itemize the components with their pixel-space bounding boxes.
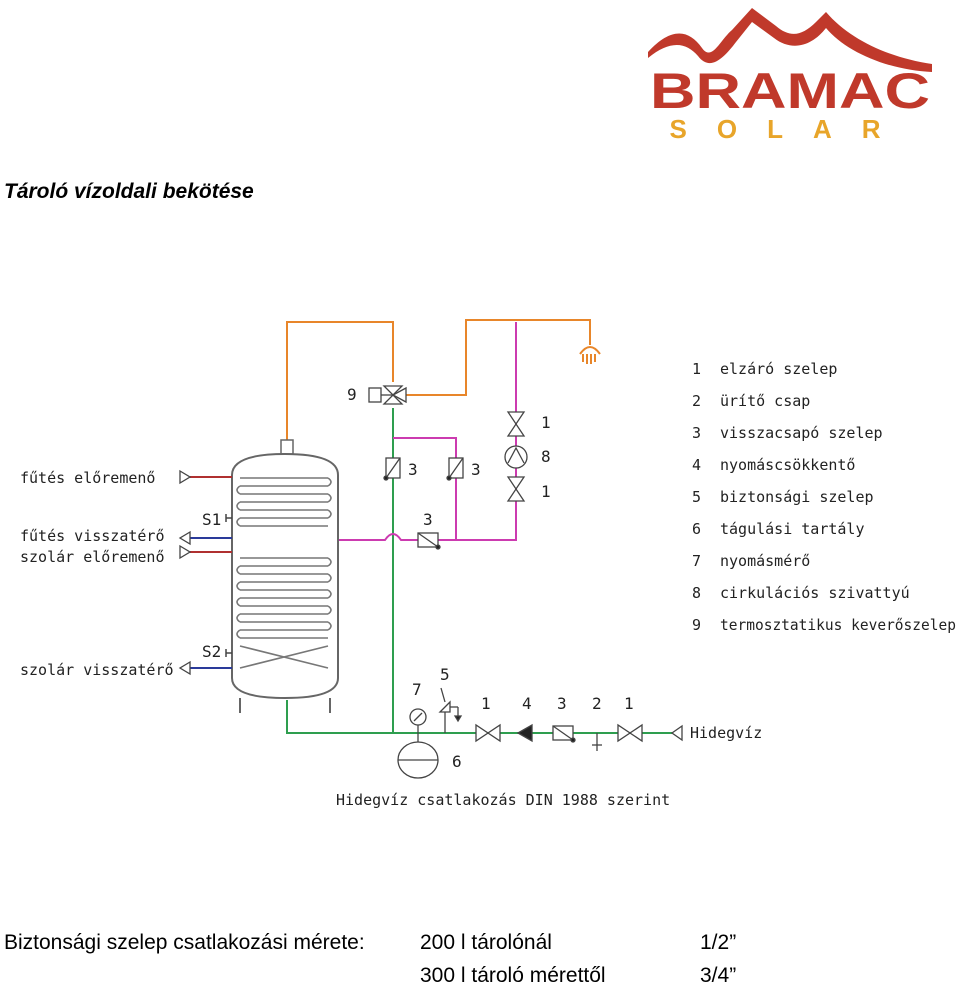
label-heating-return: fűtés visszatérő [20,527,165,545]
num-3b: 3 [471,460,481,479]
check-valve-icon [446,457,464,481]
shutoff-valve-icon [617,723,643,743]
page-title: Tároló vízoldali bekötése [4,180,254,203]
legend-text: termosztatikus keverőszelep [720,616,956,634]
num-7: 7 [412,680,422,699]
cold-water-pipes [286,408,672,734]
shutoff-valve-icon [506,476,526,502]
pressure-reducer-icon [516,723,533,743]
legend-text: biztonsági szelep [720,488,874,506]
label-cold-water: Hidegvíz [690,724,762,742]
heating-return-connection [178,530,232,546]
check-valve-icon [383,457,401,481]
safety-valve-value-row1: 1/2” [700,931,737,954]
storage-tank [231,452,339,713]
num-bot2: 2 [592,694,602,713]
legend-num: 7 [692,552,701,570]
hot-water-pipes [286,319,591,440]
safety-valve-value-row2: 3/4” [700,964,737,987]
shower-tap-icon [579,346,601,364]
label-solar-flow: szolár előremenő [20,548,165,566]
legend-num: 9 [692,616,701,634]
expansion-tank-icon [397,733,439,779]
legend-text: nyomáscsökkentő [720,456,855,474]
hot-water-outlet-stub [280,439,294,455]
circulation-pipes [338,322,517,541]
shutoff-valve-icon [506,411,526,437]
legend-num: 2 [692,392,701,410]
thermostatic-mixing-valve-icon [368,385,407,405]
num-bot1b: 1 [624,694,634,713]
solar-flow-connection [179,544,232,560]
pressure-gauge-icon [409,708,427,733]
num-8: 8 [541,447,551,466]
water-connection-diagram: fűtés előremenő fűtés visszatérő szolár … [20,319,956,809]
num-bot3: 3 [557,694,567,713]
safety-valve-size-label: Biztonsági szelep csatlakozási mérete: [4,931,365,954]
legend-text: cirkulációs szivattyú [720,584,910,602]
safety-valve-icon [438,687,463,733]
label-s2: S2 [202,642,221,661]
sensor-pockets [225,514,232,657]
drain-tap-icon [592,733,602,751]
legend-text: nyomásmérő [720,552,810,570]
num-5: 5 [440,665,450,684]
num-bot1a: 1 [481,694,491,713]
label-solar-return: szolár visszatérő [20,661,174,679]
num-1b: 1 [541,482,551,501]
legend-num: 4 [692,456,701,474]
logo-brand: BRAMAC [650,63,930,119]
num-9: 9 [347,385,357,404]
label-heating-flow: fűtés előremenő [20,469,155,487]
shutoff-valve-icon [475,723,501,743]
num-3a: 3 [408,460,418,479]
legend-text: elzáró szelep [720,360,837,378]
lower-solar-coil [236,557,332,669]
num-bot4: 4 [522,694,532,713]
logo-roof-swoosh [648,8,932,72]
check-valve-icon [417,532,441,550]
diagram-caption: Hidegvíz csatlakozás DIN 1988 szerint [336,791,670,809]
component-legend: 1 elzáró szelep 2 ürítő csap 3 visszacsa… [692,360,956,634]
safety-valve-size-row1: 200 l tárolónál [420,931,552,954]
legend-num: 1 [692,360,701,378]
cold-water-inlet-connection [670,724,683,742]
upper-heating-coil [236,477,332,527]
check-valve-icon [552,725,576,743]
bramac-solar-logo: BRAMAC SOLAR [648,8,932,144]
num-6: 6 [452,752,462,771]
solar-return-connection [178,660,232,676]
safety-valve-size-row2: 300 l tároló mérettől [420,964,606,987]
legend-num: 6 [692,520,701,538]
legend-text: ürítő csap [720,392,810,410]
label-s1: S1 [202,510,221,529]
heating-flow-connection [179,469,232,485]
num-3c: 3 [423,510,433,529]
legend-num: 8 [692,584,701,602]
logo-sub: SOLAR [670,114,911,144]
legend-num: 3 [692,424,701,442]
circulation-pump-icon [504,445,528,469]
legend-num: 5 [692,488,701,506]
num-1a: 1 [541,413,551,432]
legend-text: tágulási tartály [720,520,865,538]
legend-text: visszacsapó szelep [720,424,883,442]
